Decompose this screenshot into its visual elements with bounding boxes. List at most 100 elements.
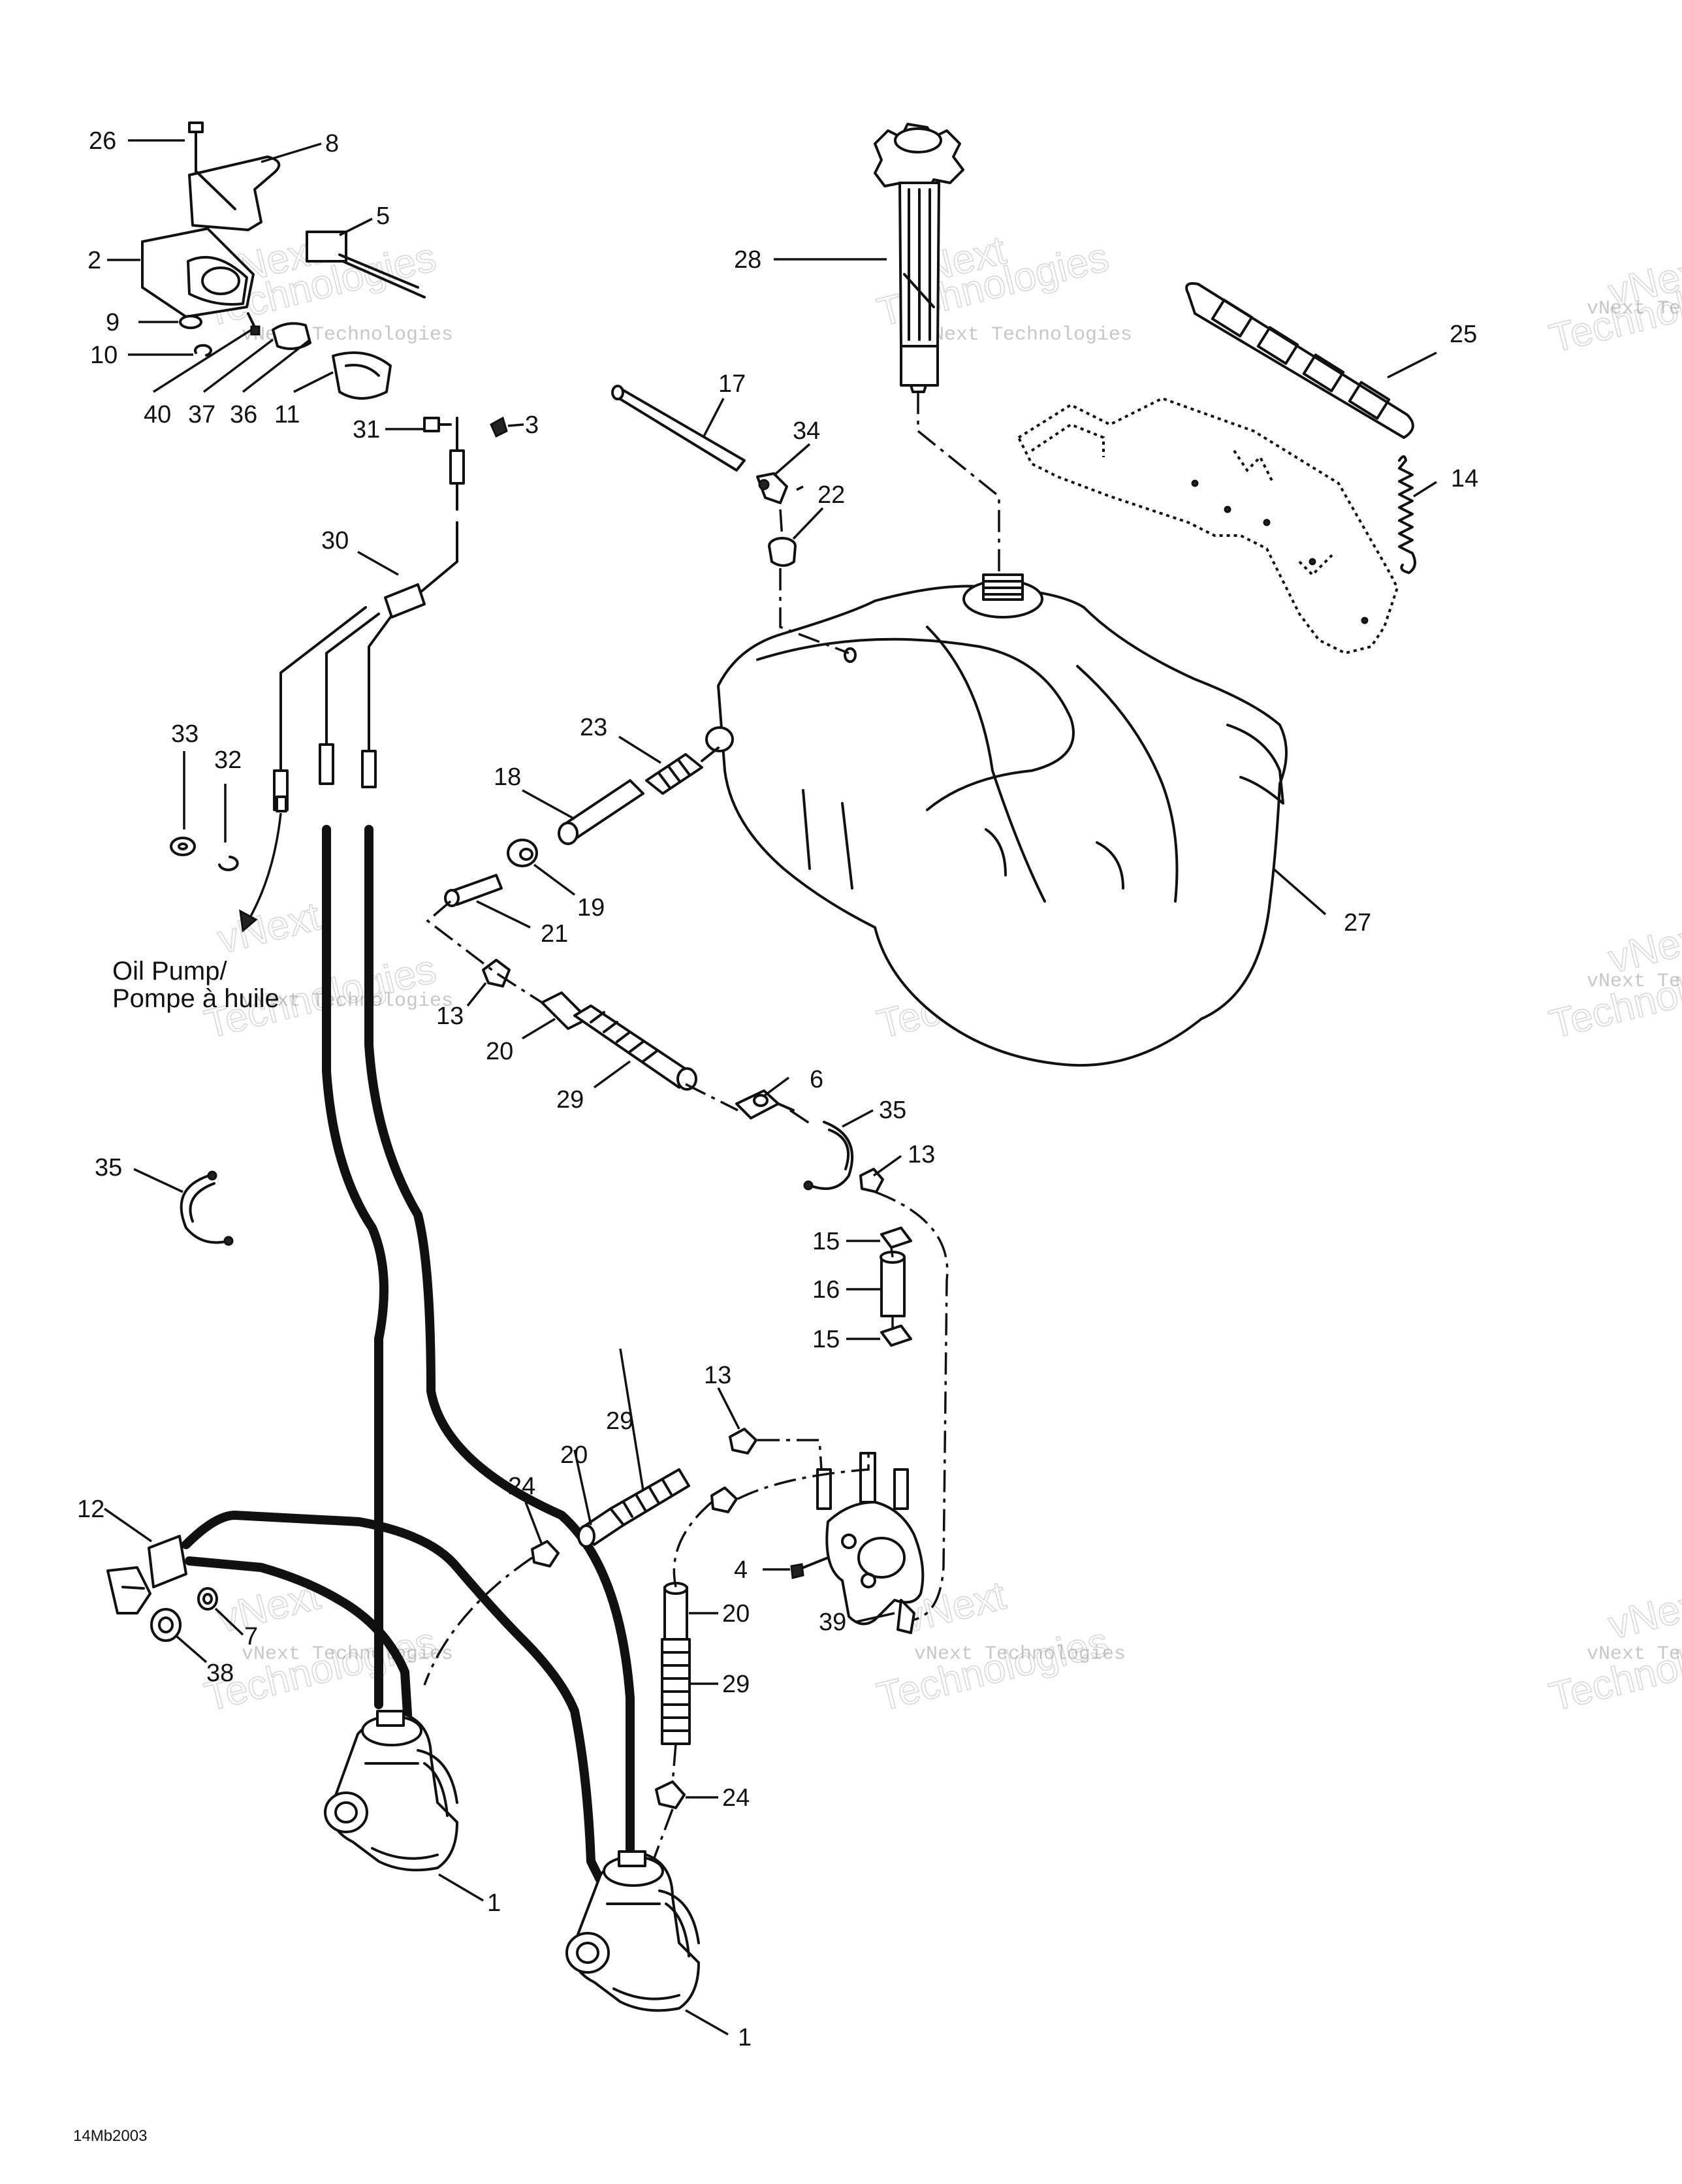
callout-16: 16 — [812, 1276, 840, 1304]
callout-24-a: 24 — [508, 1473, 535, 1500]
clamp-15-b — [880, 1325, 912, 1347]
vent-hose-17 — [611, 385, 746, 472]
nut-38 — [150, 1608, 182, 1642]
svg-text:vNext Technologies: vNext Technologies — [1587, 1643, 1682, 1665]
cable-end-30-top — [449, 417, 465, 511]
sleeve-29-lower — [661, 1638, 691, 1745]
callout-20-c: 20 — [722, 1600, 750, 1628]
choke-cable — [182, 1511, 612, 1899]
callout-1-a: 1 — [487, 1889, 501, 1917]
callout-2: 2 — [87, 247, 101, 274]
callout-35-b: 35 — [95, 1154, 122, 1181]
callout-25: 25 — [1450, 321, 1477, 348]
clamp-13-a — [482, 959, 511, 988]
watermark-3: vNext Technologies vNext Technologies — [1545, 246, 1682, 362]
callout-40: 40 — [144, 401, 171, 428]
elbow-34 — [756, 472, 788, 504]
clip-32 — [218, 784, 239, 871]
fitting-23 — [645, 747, 720, 795]
callout-18: 18 — [494, 763, 521, 791]
callout-30: 30 — [321, 527, 349, 554]
clamp-6 — [735, 1089, 795, 1119]
callout-35-a: 35 — [879, 1097, 906, 1124]
callout-28: 28 — [734, 246, 761, 274]
callout-34: 34 — [793, 417, 820, 445]
callout-13-a: 13 — [436, 1003, 464, 1030]
clamp-24-a — [531, 1540, 560, 1567]
sleeve-29-upper — [573, 1004, 697, 1091]
clamp-13-c — [729, 1428, 757, 1454]
hose-20-lower — [663, 1582, 688, 1641]
callout-13-c: 13 — [704, 1362, 731, 1389]
svg-text:vNext: vNext — [214, 893, 325, 962]
callout-15-a: 15 — [812, 1228, 840, 1255]
callout-29-a: 29 — [556, 1086, 584, 1114]
callout-39: 39 — [819, 1609, 846, 1636]
fuel-tank-27 — [705, 573, 1288, 1067]
callout-38: 38 — [206, 1660, 234, 1687]
oil-pump-label-en: Oil Pump/ — [112, 957, 227, 986]
switch-5 — [306, 231, 426, 298]
carburetor-1-right — [565, 1850, 700, 2012]
callout-17: 17 — [718, 370, 746, 398]
callout-13-b: 13 — [908, 1141, 935, 1168]
leader-lines — [104, 139, 1437, 2036]
callout-5: 5 — [376, 202, 390, 230]
adjuster-31 — [423, 417, 452, 432]
drawing-code: 14Mb2003 — [73, 2127, 147, 2145]
svg-text:vNext: vNext — [1604, 1579, 1682, 1648]
svg-text:vNext Technologies: vNext Technologies — [1587, 298, 1682, 320]
washer-9 — [179, 315, 202, 329]
fitting-21 — [444, 874, 503, 907]
washer-7 — [197, 1587, 218, 1611]
rubber-strap-25 — [1185, 282, 1414, 439]
watermark-6: vNext Technologies vNext Technologies — [1545, 912, 1682, 1048]
svg-text:vNext Technologies: vNext Technologies — [242, 990, 453, 1012]
fuel-pump-39 — [816, 1452, 925, 1634]
clamp-24-b — [655, 1780, 686, 1809]
callout-31: 31 — [353, 416, 380, 443]
throttle-lever-11 — [332, 351, 392, 400]
callout-12: 12 — [77, 1496, 104, 1523]
watermark-9: vNext Technologies vNext Technologies — [1545, 1579, 1682, 1720]
grommet-19 — [507, 839, 538, 867]
callout-11: 11 — [274, 401, 300, 428]
hose-16 — [880, 1251, 906, 1317]
callout-10: 10 — [90, 342, 118, 369]
grommet-22 — [768, 537, 797, 567]
throttle-housing-2 — [141, 227, 255, 318]
callout-8: 8 — [325, 130, 339, 157]
svg-text:vNext Technologies: vNext Technologies — [242, 1643, 453, 1665]
callout-33: 33 — [171, 720, 198, 748]
bushing-36 — [272, 322, 311, 350]
washer-33 — [170, 751, 196, 856]
callout-36: 36 — [230, 401, 257, 428]
callout-26: 26 — [89, 127, 116, 155]
callout-22: 22 — [817, 481, 845, 509]
callout-3: 3 — [525, 411, 539, 439]
carburetor-1-left — [324, 1710, 458, 1872]
oil-pump-arrow — [239, 812, 282, 933]
sleeve-29-middle — [609, 1468, 690, 1526]
assembly-lines — [423, 392, 1000, 1862]
callout-24-b: 24 — [722, 1784, 750, 1812]
hose-20-middle — [577, 1507, 625, 1548]
svg-text:vNext Technologies: vNext Technologies — [921, 324, 1132, 346]
screw-4 — [790, 1556, 829, 1579]
callout-29-c: 29 — [722, 1671, 750, 1698]
oil-pump-label-fr: Pompe à huile — [112, 984, 279, 1013]
callout-6: 6 — [810, 1066, 823, 1093]
strap-35-right — [803, 1121, 854, 1191]
svg-text:vNext Technologies: vNext Technologies — [1587, 971, 1682, 993]
throttle-cable-30 — [273, 521, 635, 1866]
clamp-13-d — [710, 1486, 738, 1513]
clamp-15-a — [880, 1227, 912, 1249]
callout-7: 7 — [244, 1623, 258, 1650]
callout-21: 21 — [541, 920, 568, 948]
callout-37: 37 — [188, 401, 215, 428]
callout-14: 14 — [1451, 465, 1478, 492]
callout-1-b: 1 — [738, 2024, 752, 2051]
callout-32: 32 — [214, 747, 242, 774]
callout-9: 9 — [106, 309, 119, 336]
